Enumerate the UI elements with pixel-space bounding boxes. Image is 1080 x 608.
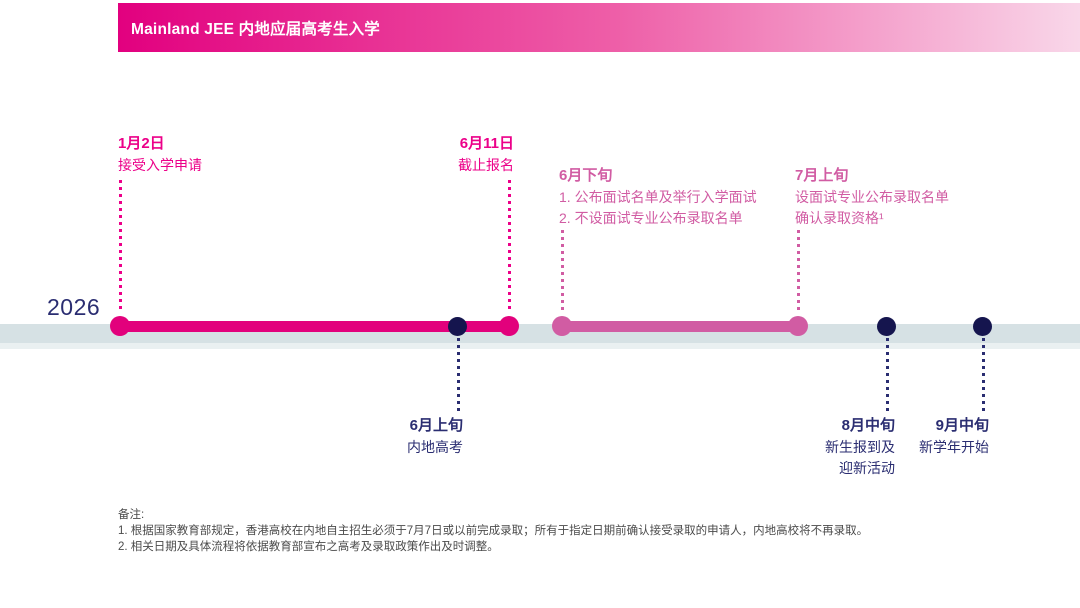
- connector-late-jun: [560, 230, 564, 313]
- milestone-mid-aug: 8月中旬 新生报到及 迎新活动: [825, 415, 895, 480]
- connector-early-jul: [796, 230, 800, 313]
- milestone-date: 7月上旬: [795, 167, 849, 184]
- connector-mid-aug: [885, 338, 889, 411]
- footnote-item: 2. 相关日期及具体流程将依据教育部宣布之高考及录取政策作出及时调整。: [118, 541, 499, 553]
- timeline-segment-application-period: [120, 321, 509, 332]
- dot-late-jun: [552, 316, 572, 336]
- connector-jun11: [507, 180, 511, 313]
- connector-mid-sep: [981, 338, 985, 411]
- milestone-desc: 接受入学申请: [118, 156, 202, 173]
- connector-early-jun: [456, 338, 460, 411]
- milestone-early-jun-gaokao: 6月上旬 内地高考: [407, 415, 463, 458]
- milestone-date: 8月中旬: [841, 417, 895, 434]
- dot-mid-aug: [877, 317, 896, 336]
- footnotes: 备注: 1. 根据国家教育部规定，香港高校在内地自主招生必须于7月7日或以前完成…: [118, 507, 868, 555]
- timeline-band-shadow: [0, 343, 1080, 349]
- milestone-desc: 新生报到及: [825, 438, 895, 455]
- milestone-desc: 迎新活动: [839, 460, 895, 476]
- milestone-desc: 2. 不设面试专业公布录取名单: [559, 210, 743, 226]
- page-title: Mainland JEE 内地应届高考生入学: [131, 20, 380, 38]
- dot-jan2: [110, 316, 130, 336]
- connector-jan2: [118, 180, 122, 313]
- milestone-mid-sep: 9月中旬 新学年开始: [919, 415, 989, 458]
- milestone-date: 6月下旬: [559, 167, 613, 184]
- milestone-desc: 内地高考: [407, 438, 463, 455]
- dot-early-jul: [788, 316, 808, 336]
- dot-mid-sep: [973, 317, 992, 336]
- milestone-desc: 确认录取资格¹: [795, 210, 884, 226]
- milestone-jun11-deadline: 6月11日 截止报名: [458, 133, 514, 176]
- milestone-date: 9月中旬: [935, 417, 989, 434]
- milestone-desc: 1. 公布面试名单及举行入学面试: [559, 188, 757, 205]
- milestone-date: 6月上旬: [409, 417, 463, 434]
- dot-early-jun: [448, 317, 467, 336]
- timeline-segment-admission-period: [562, 321, 798, 332]
- milestone-jan2: 1月2日 接受入学申请: [118, 133, 202, 176]
- header-banner: Mainland JEE 内地应届高考生入学: [118, 3, 1080, 52]
- dot-jun11: [499, 316, 519, 336]
- milestone-desc: 新学年开始: [919, 438, 989, 455]
- year-label: 2026: [47, 294, 101, 320]
- footnote-heading: 备注:: [118, 509, 145, 521]
- milestone-desc: 截止报名: [458, 156, 514, 173]
- milestone-early-jul: 7月上旬 设面试专业公布录取名单 确认录取资格¹: [795, 165, 949, 230]
- footnote-item: 1. 根据国家教育部规定，香港高校在内地自主招生必须于7月7日或以前完成录取；所…: [118, 525, 869, 537]
- milestone-late-jun: 6月下旬 1. 公布面试名单及举行入学面试 2. 不设面试专业公布录取名单: [559, 165, 757, 230]
- milestone-date: 1月2日: [118, 135, 165, 152]
- milestone-desc: 设面试专业公布录取名单: [795, 188, 949, 205]
- milestone-date: 6月11日: [459, 135, 514, 152]
